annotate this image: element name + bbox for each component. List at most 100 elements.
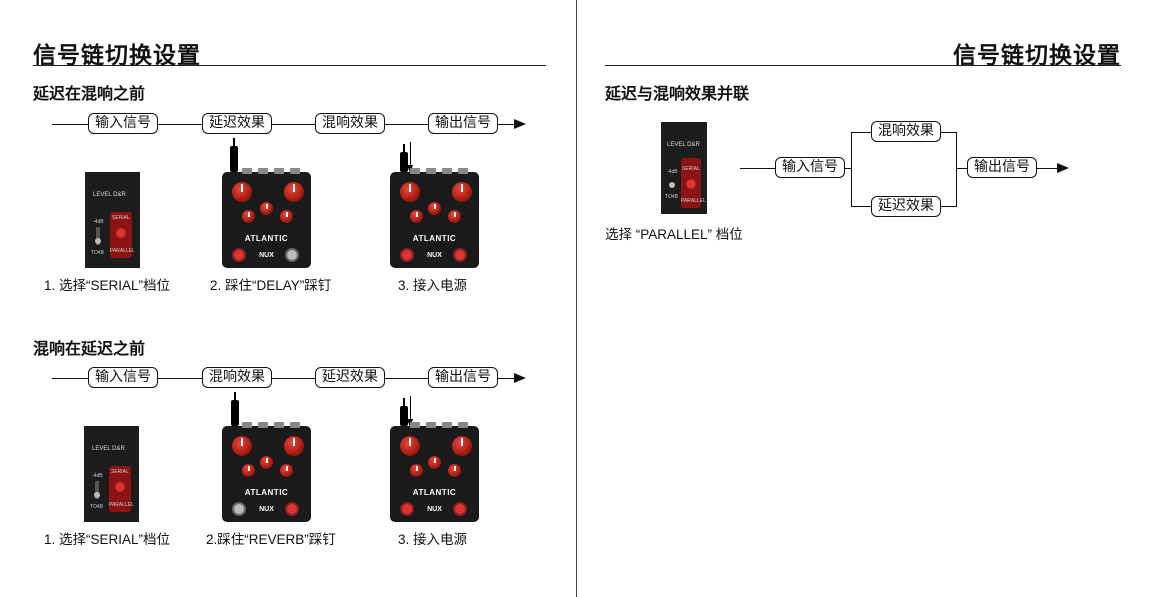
mode-switch-serial: LEVEL D&R -4dB TO4B SERIAL PARALLEL <box>85 172 140 268</box>
jack-icon <box>242 422 252 428</box>
knob-icon <box>448 210 461 223</box>
parallel-label: PARALLEL <box>109 502 134 508</box>
parallel-box-input: 输入信号 <box>775 157 845 178</box>
jack-icon <box>458 168 468 174</box>
serial-label: SERIAL <box>111 469 129 475</box>
step-caption-3: 3. 接入电源 <box>398 278 468 293</box>
knob-icon <box>280 210 293 223</box>
knob-icon <box>232 436 252 456</box>
knob-icon <box>428 202 441 215</box>
step-caption-1: 1. 选择“SERIAL”档位 <box>44 278 171 293</box>
page-title: 信号链切换设置 <box>953 43 1121 69</box>
parallel-box-output: 输出信号 <box>967 157 1037 178</box>
step-caption-3: 3. 接入电源 <box>398 532 468 547</box>
pedal-power: ATLANTIC NUX <box>390 168 479 268</box>
knob-icon <box>410 464 423 477</box>
mode-switch-parallel: LEVEL D&R -4dB TO4B SERIAL PARALLEL <box>661 122 707 214</box>
footswitch-icon <box>453 502 467 516</box>
footswitch-icon <box>453 248 467 262</box>
split-line <box>851 132 852 206</box>
pedal-name: ATLANTIC <box>244 234 289 243</box>
jack-icon <box>426 168 436 174</box>
arrow-right-icon <box>514 119 526 129</box>
jack-icon <box>442 422 452 428</box>
switch-slot <box>95 481 99 499</box>
parallel-box-reverb: 混响效果 <box>871 121 941 142</box>
pedal-name: ATLANTIC <box>412 488 457 497</box>
knob-icon <box>400 436 420 456</box>
chain-box-reverb: 混响效果 <box>315 113 385 134</box>
left-page: 信号链切换设置 延迟在混响之前 输入信号 延迟效果 混响效果 输出信号 LEVE… <box>0 0 576 597</box>
knob-icon <box>452 436 472 456</box>
jack-icon <box>242 168 252 174</box>
parallel-label: PARALLEL <box>110 248 135 254</box>
chain-box-output: 输出信号 <box>428 367 498 388</box>
right-page: 信号链切换设置 延迟与混响效果并联 LEVEL D&R -4dB TO4B SE… <box>577 0 1153 597</box>
switch-to-label: TO4B <box>665 194 678 200</box>
step-caption-2: 2.踩住“REVERB”踩钉 <box>206 532 336 547</box>
switch-db-label: -4dB <box>92 473 103 479</box>
chain-box-reverb: 混响效果 <box>202 367 272 388</box>
jack-icon <box>258 422 268 428</box>
serial-label: SERIAL <box>112 215 130 221</box>
jack-icon <box>426 422 436 428</box>
title-rule <box>33 65 546 66</box>
knob-icon <box>452 182 472 202</box>
knob-icon <box>284 436 304 456</box>
branch-line <box>851 206 872 207</box>
switch-db-label: -4dB <box>93 219 104 225</box>
led-icon <box>117 229 125 237</box>
power-plug-icon <box>400 144 408 172</box>
switch-to-label: TO4B <box>91 250 104 256</box>
jack-icon <box>410 422 420 428</box>
switch-label: LEVEL D&R <box>667 142 700 148</box>
arrow-right-icon <box>514 373 526 383</box>
jack-icon <box>669 182 675 188</box>
knob-icon <box>410 210 423 223</box>
jack-icon <box>290 422 300 428</box>
pedal-brand: NUX <box>427 506 442 513</box>
switch-slot <box>96 227 100 245</box>
jack-icon <box>458 422 468 428</box>
branch-line <box>941 132 957 133</box>
serial-label: SERIAL <box>682 166 700 172</box>
pedal-reverb-press: ATLANTIC NUX <box>222 422 311 522</box>
signal-chain-line <box>52 124 516 125</box>
knob-icon <box>260 202 273 215</box>
branch-line <box>941 206 957 207</box>
serial-toggle: SERIAL PARALLEL <box>109 466 134 512</box>
jack-icon <box>94 492 100 498</box>
chain-box-delay: 延迟效果 <box>202 113 272 134</box>
pedal-power: ATLANTIC NUX <box>390 422 479 522</box>
parallel-caption: 选择 “PARALLEL” 档位 <box>605 227 743 242</box>
knob-icon <box>428 456 441 469</box>
section-heading-delay-first: 延迟在混响之前 <box>33 84 146 103</box>
knob-icon <box>232 182 252 202</box>
led-icon <box>116 483 124 491</box>
pedal-brand: NUX <box>427 252 442 259</box>
footswitch-icon <box>285 502 299 516</box>
footswitch-icon <box>400 502 414 516</box>
footswitch-icon <box>232 248 246 262</box>
power-plug-icon <box>400 398 408 426</box>
signal-line <box>740 168 776 169</box>
step-caption-2: 2. 踩住“DELAY”踩钉 <box>210 278 332 293</box>
arrow-right-icon <box>1057 163 1069 173</box>
parallel-label: PARALLEL <box>681 198 706 204</box>
mode-switch-serial: LEVEL D&R -4dB TO4B SERIAL PARALLEL <box>84 426 139 522</box>
knob-icon <box>242 210 255 223</box>
signal-line <box>956 168 968 169</box>
knob-icon <box>284 182 304 202</box>
page-divider <box>576 0 577 597</box>
pedal-brand: NUX <box>259 252 274 259</box>
jack-icon <box>258 168 268 174</box>
parallel-box-delay: 延迟效果 <box>871 196 941 217</box>
pedal-delay-press: ATLANTIC NUX <box>222 168 311 268</box>
jack-icon <box>274 422 284 428</box>
serial-toggle: SERIAL PARALLEL <box>110 212 135 258</box>
footswitch-press-icon <box>231 392 239 426</box>
jack-icon <box>290 168 300 174</box>
knob-icon <box>280 464 293 477</box>
branch-line <box>851 132 872 133</box>
chain-box-output: 输出信号 <box>428 113 498 134</box>
